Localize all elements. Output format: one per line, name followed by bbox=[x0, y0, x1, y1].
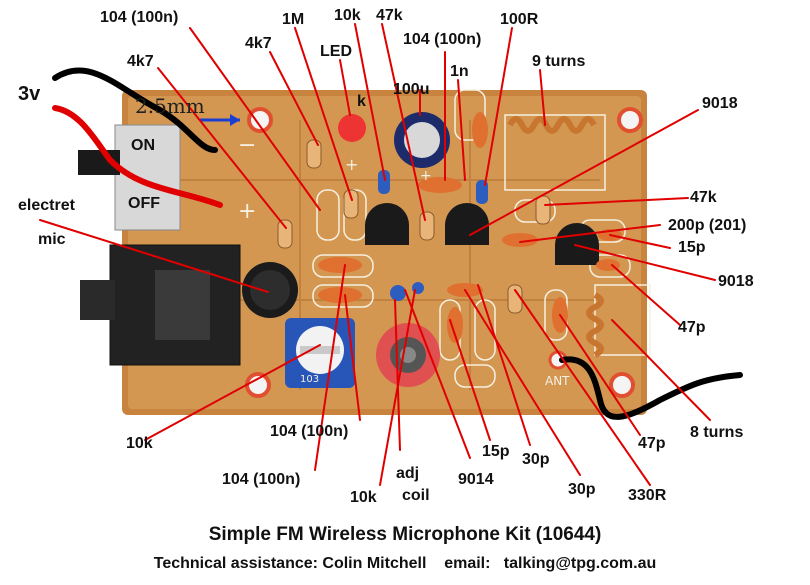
callout-lines bbox=[39, 23, 716, 486]
label-1m: 1M bbox=[282, 11, 305, 28]
antenna-wire bbox=[559, 356, 743, 420]
label-3v: 3v bbox=[18, 83, 41, 105]
power-switch bbox=[114, 124, 181, 231]
label-47p-right: 47p bbox=[678, 319, 706, 336]
label-9turns: 9 turns bbox=[532, 53, 586, 70]
label-off: OFF bbox=[128, 195, 160, 212]
label-9018-a: 9018 bbox=[702, 95, 738, 112]
label-1n: 1n bbox=[450, 63, 469, 80]
coil-9turns bbox=[507, 116, 597, 134]
label-47p-bot: 47p bbox=[638, 435, 666, 452]
label-30p-b: 30p bbox=[568, 481, 596, 498]
label-330r: 330R bbox=[628, 487, 667, 504]
label-9014: 9014 bbox=[458, 471, 494, 488]
label-electret: electret bbox=[18, 197, 75, 214]
label-on: ON bbox=[131, 137, 155, 154]
label-k: k bbox=[357, 93, 366, 110]
label-104-top: 104 (100n) bbox=[100, 9, 179, 26]
label-15p-right: 15p bbox=[678, 239, 706, 256]
label-10k-top: 10k bbox=[334, 7, 361, 24]
led bbox=[338, 114, 366, 142]
label-104-bot2: 104 (100n) bbox=[222, 471, 301, 488]
label-coil: coil bbox=[402, 487, 430, 504]
plus-mark-cap: + bbox=[420, 168, 432, 184]
red-wire bbox=[52, 105, 223, 208]
label-8turns: 8 turns bbox=[690, 424, 744, 441]
label-15p-bot: 15p bbox=[482, 443, 510, 460]
label-4k7-b: 4k7 bbox=[127, 53, 154, 70]
minus-mark: − bbox=[238, 133, 256, 158]
label-led: LED bbox=[320, 43, 352, 60]
footer-assistance: Technical assistance: Colin Mitchell ema… bbox=[153, 555, 657, 572]
label-9018-b: 9018 bbox=[718, 273, 754, 290]
label-30p-a: 30p bbox=[522, 451, 550, 468]
label-4k7-a: 4k7 bbox=[245, 35, 272, 52]
label-104-bot: 104 (100n) bbox=[270, 423, 349, 440]
transistor-q2 bbox=[445, 203, 489, 245]
plus-mark: + bbox=[238, 199, 256, 224]
transistor-q3 bbox=[555, 223, 599, 265]
label-10k-bot: 10k bbox=[350, 489, 377, 506]
label-200p: 200p (201) bbox=[668, 217, 747, 234]
label-100r: 100R bbox=[500, 11, 539, 28]
label-47k-right: 47k bbox=[690, 189, 717, 206]
label-100u: 100u bbox=[393, 81, 430, 98]
label-47k-top: 47k bbox=[376, 7, 403, 24]
label-adj: adj bbox=[396, 465, 420, 482]
coil-8turns bbox=[586, 292, 604, 358]
label-10k-bl: 10k bbox=[126, 435, 153, 452]
transistor-q1 bbox=[365, 203, 409, 245]
label-104-mid: 104 (100n) bbox=[403, 31, 482, 48]
ant-mark: ANT bbox=[545, 374, 570, 388]
footer-title: Simple FM Wireless Microphone Kit (10644… bbox=[208, 524, 602, 545]
plus-mark-led: + bbox=[345, 155, 358, 174]
label-25mm: 2.5mm bbox=[135, 94, 205, 118]
black-wire bbox=[52, 67, 218, 153]
trimmer-mark: 103 bbox=[300, 374, 319, 385]
label-mic: mic bbox=[38, 231, 66, 248]
